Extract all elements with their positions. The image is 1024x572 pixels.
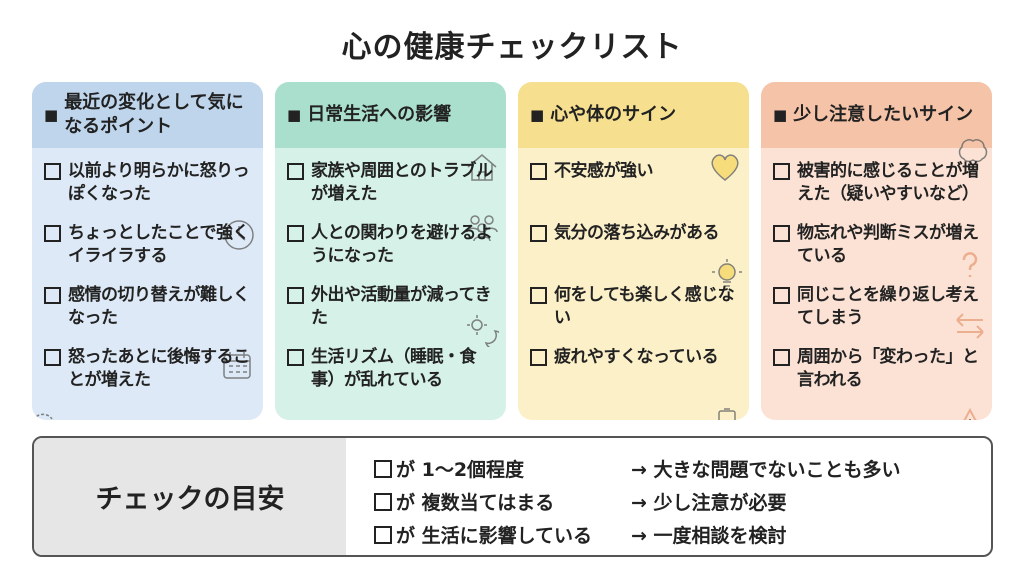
checkbox[interactable] [773,287,790,304]
checkbox-icon [374,459,392,478]
checkbox[interactable] [530,163,547,180]
battery-icon [718,408,736,420]
checklist-item[interactable]: 同じことを繰り返し考えてしまう [773,284,986,346]
warning-icon [963,407,977,420]
checklist-item[interactable]: 疲れやすくなっている [530,346,743,408]
category-card: ■ 日常生活への影響家族や周囲とのトラブルが増えた人との関わりを避けるようになった… [275,82,506,420]
checkbox[interactable] [530,349,547,366]
checklist-item[interactable]: 家族や周囲とのトラブルが増えた [287,160,500,222]
checkbox[interactable] [44,349,61,366]
guide-row: が 複数当てはまる → 少し注意が必要 [374,485,901,518]
checklist-item-label: 同じことを繰り返し考えてしまう [797,285,979,328]
checklist-item-label: 人との関わりを避けるようになった [311,223,493,266]
brain-icon [958,139,988,163]
refresh-icon [32,413,53,420]
checklist-item[interactable]: 感情の切り替えが難しくなった [44,284,257,346]
category-card: ■ 心や体のサイン不安感が強い気分の落ち込みがある何をしても楽しく感じない疲れやす… [518,82,749,420]
checklist-item-label: 以前より明らかに怒りっぽくなった [68,161,250,204]
sun-moon-icon [467,315,499,347]
lightbulb-icon [712,259,742,287]
checklist-item-label: 何をしても楽しく感じない [554,285,735,328]
guide-row: が 1〜2個程度 → 大きな問題でないことも多い [374,452,901,485]
arrows-icon [956,313,984,339]
checklist: 家族や周囲とのトラブルが増えた人との関わりを避けるようになった外出や活動量が減っ… [275,148,506,408]
square-bullet-icon: ■ [530,106,545,124]
checkbox[interactable] [287,349,304,366]
square-bullet-icon: ■ [44,106,59,124]
checkbox[interactable] [530,225,547,242]
checkbox[interactable] [287,287,304,304]
checkbox-icon [374,525,392,544]
checklist-item-label: 外出や活動量が減ってきた [311,285,492,328]
checkbox[interactable] [287,163,304,180]
checklist-item-label: 不安感が強い [554,161,654,181]
checklist: 以前より明らかに怒りっぽくなったちょっとしたことで強くイライラする感情の切り替え… [32,148,263,420]
checklist-item[interactable]: 被害的に感じることが増えた（疑いやすいなど） [773,160,986,222]
checkbox[interactable] [530,287,547,304]
checklist-item-label: 物忘れや判断ミスが増えている [797,223,979,266]
checklist-item-label: 生活リズム（睡眠・食事）が乱れている [311,347,477,390]
checklist-item[interactable]: 以前より明らかに怒りっぽくなった [44,160,257,222]
checkbox-icon [374,492,392,511]
card-header: ■ 最近の変化として気になるポイント [32,82,263,148]
checklist-item[interactable]: 気分の落ち込みがある [530,222,743,284]
calendar-icon [223,352,251,379]
checkbox[interactable] [44,287,61,304]
category-card: ■ 最近の変化として気になるポイント以前より明らかに怒りっぽくなったちょっとしたこ… [32,82,263,420]
guide-condition: が 複数当てはまる [396,492,555,514]
checklist-item[interactable]: 人との関わりを避けるようになった [287,222,500,284]
card-heading: 日常生活への影響 [307,104,452,125]
guide-result: → 一度相談を検討 [631,525,787,547]
guide-row: が 生活に影響している → 一度相談を検討 [374,518,901,551]
checklist-item[interactable]: 不安感が強い [530,160,743,222]
card-header: ■ 少し注意したいサイン [761,82,992,148]
page-title: 心の健康チェックリスト [341,30,683,65]
checklist-item[interactable]: 怒ったあとに後悔することが増えた [44,346,257,408]
checklist-item-label: 家族や周囲とのトラブルが増えた [311,161,493,204]
checklist: 被害的に感じることが増えた（疑いやすいなど） 物忘れや判断ミスが増えている同じこと… [761,139,992,420]
checklist-item-label: 気分の落ち込みがある [554,223,720,243]
checklist-item[interactable]: 外出や活動量が減ってきた [287,284,500,346]
people-icon [466,215,498,242]
square-bullet-icon: ■ [287,106,302,124]
question-icon [962,252,978,277]
card-heading: 少し注意したいサイン [793,104,974,125]
card-heading: 心や体のサイン [550,104,677,125]
card-header: ■ 心や体のサイン [518,82,749,148]
square-bullet-icon: ■ [773,106,788,124]
checkbox[interactable] [287,225,304,242]
heart-icon [711,154,739,181]
checklist-item-label: 疲れやすくなっている [554,347,719,367]
house-icon [467,154,497,181]
checklist-item[interactable]: 周囲から「変わった」と言われる [773,346,986,408]
checkbox[interactable] [773,225,790,242]
guide-label: チェックの目安 [34,438,346,555]
checkbox[interactable] [773,349,790,366]
guide-result: → 大きな問題でないことも多い [631,459,901,481]
checkbox[interactable] [773,163,790,180]
checklist-item[interactable]: ちょっとしたことで強くイライラする [44,222,257,284]
guide-condition: が 1〜2個程度 [396,459,525,481]
checklist-item-label: 周囲から「変わった」と言われる [797,347,979,390]
checklist-item[interactable]: 生活リズム（睡眠・食事）が乱れている [287,346,500,408]
guide-result: → 少し注意が必要 [631,492,787,514]
checklist-item[interactable]: 物忘れや判断ミスが増えている [773,222,986,284]
guide-condition: が 生活に影響している [396,525,593,547]
checklist-item-label: ちょっとしたことで強くイライラする [68,223,250,266]
category-card: ■ 少し注意したいサイン被害的に感じることが増えた（疑いやすいなど） 物忘れや判断ミ… [761,82,992,420]
checklist-item-label: 怒ったあとに後悔することが増えた [68,347,250,390]
card-heading: 最近の変化として気になるポイント [64,92,244,137]
card-header: ■ 日常生活への影響 [275,82,506,148]
clock-icon [224,220,254,250]
guide-box: チェックの目安 が 1〜2個程度 → 大きな問題でないことも多い が 複数当てはま… [32,436,993,557]
checklist-item-label: 被害的に感じることが増えた（疑いやすいなど） [797,161,979,204]
guide-rows: が 1〜2個程度 → 大きな問題でないことも多い が 複数当てはまる → 少し注意が… [346,438,901,555]
checklist-item-label: 感情の切り替えが難しくなった [68,285,250,328]
checklist: 不安感が強い気分の落ち込みがある何をしても楽しく感じない疲れやすくなっている [518,148,749,420]
checkbox[interactable] [44,163,61,180]
checklist-item[interactable]: 何をしても楽しく感じない [530,284,743,346]
checkbox[interactable] [44,225,61,242]
